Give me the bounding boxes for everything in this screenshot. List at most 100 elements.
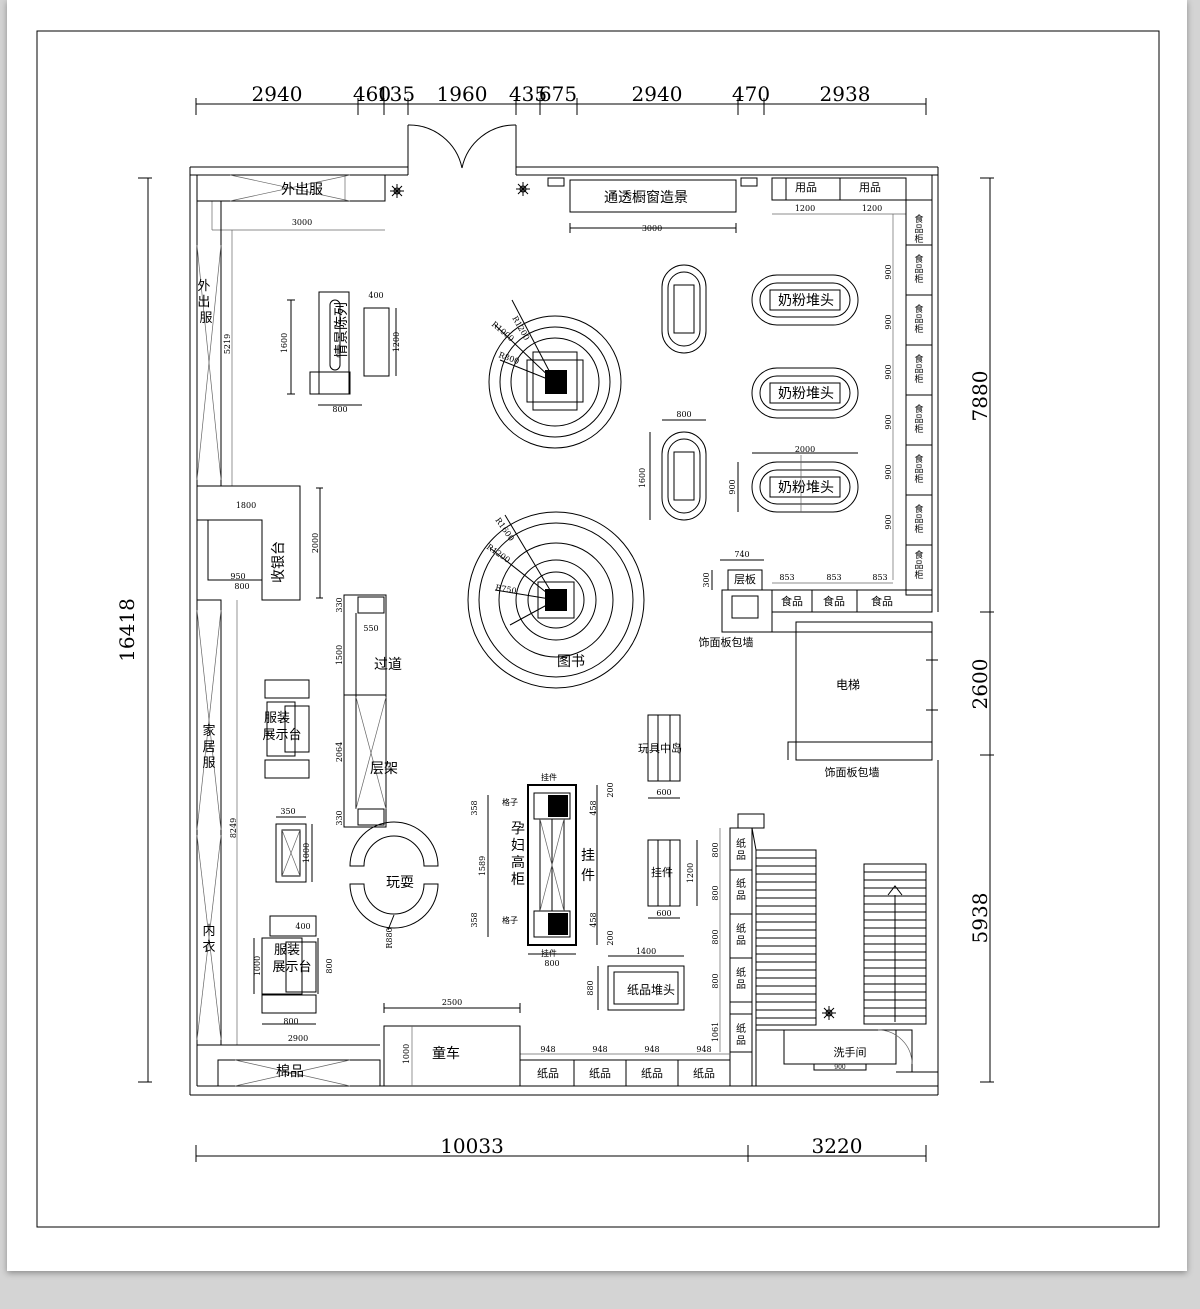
formula-head-2 [751,367,859,419]
svg-text:柜: 柜 [914,473,923,485]
label-supplies-2: 用品 [859,181,881,194]
oval-island-2 [649,419,707,521]
svg-text:食: 食 [914,403,923,415]
sheet-border [36,30,1160,1228]
svg-text:品: 品 [736,979,746,991]
left-dimension-line [138,177,152,1083]
label-left-cabinet-b: 家居服 [202,723,215,771]
paper-cabinet-labels: 纸 品 纸 品 纸 品 纸 品 纸 品 [736,837,746,1047]
label-stroller: 童车 [432,1045,460,1062]
dim-3000-window: 3000 [642,224,662,233]
dim-right-2: 2600 [968,659,992,710]
dim-800-scenario: 800 [332,405,347,414]
svg-text:柜: 柜 [914,373,923,385]
label-scenario-display: 情景陈列 [333,302,350,358]
label-clothing-top: 外出服 [281,182,323,198]
svg-text:纸: 纸 [736,1022,746,1035]
dim-358-a: 358 [470,800,479,815]
formula-head-3 [737,452,859,513]
label-shelf: 层架 [370,761,398,777]
dim-2500: 2500 [442,998,462,1007]
dim-right-3: 5938 [968,893,992,944]
bottom-dimension-line [195,1145,927,1162]
dim-330-a: 330 [335,597,344,612]
label-supplies-1: 用品 [795,181,817,194]
toy-island-lower [647,839,698,919]
dim-top-3: 135 [377,82,415,106]
svg-text:食: 食 [914,213,923,225]
dim-1200-toy: 1200 [686,863,695,883]
svg-text:品: 品 [914,364,923,375]
dim-1200-scenario: 1200 [392,332,401,352]
plant-icon [390,184,404,198]
dim-358-b: 358 [470,912,479,927]
round-display-books [467,511,645,689]
label-formula-head-3: 奶粉堆头 [778,480,834,496]
dim-550: 550 [363,624,378,633]
dim-1200-a: 1200 [795,204,815,213]
dim-2064: 2064 [335,742,344,762]
paper-goods-head [597,955,685,1011]
shelf-board-column [711,559,773,633]
svg-text:品: 品 [736,850,746,862]
label-maternity-cabinet: 孕妇高柜 [511,821,525,888]
dim-1000-cd: 1000 [253,956,262,976]
label-left-cabinet-a-1: 外 [197,279,210,294]
staircase-right [863,863,927,1025]
label-food-2: 食品 [823,594,845,608]
label-wall-cladding-2: 饰面板包墙 [825,765,880,779]
dim-1200-b: 1200 [862,204,882,213]
cotton-shelf [217,1044,381,1087]
dim-top-9: 2938 [820,82,871,106]
dim-948-b: 948 [592,1045,607,1054]
dim-950: 950 [230,572,245,581]
svg-text:柜: 柜 [914,233,923,245]
label-elevator: 电梯 [836,678,860,692]
drawing-sheet: 2940 460 135 1960 435 675 2940 470 2938 … [7,0,1187,1271]
svg-text:1061: 1061 [711,1022,720,1042]
dim-600-toy-a: 600 [656,788,671,797]
play-area [349,821,439,931]
dim-3000-top: 3000 [292,218,312,227]
svg-text:食: 食 [914,503,923,515]
stroller-area [383,1003,521,1087]
left-wall-cabinet-lower [196,599,238,1046]
toy-island-upper [647,714,681,799]
label-food-1: 食品 [781,594,803,608]
svg-text:品: 品 [914,314,923,325]
dim-bottom-1: 10033 [440,1134,504,1158]
svg-text:900: 900 [884,314,893,329]
svg-text:食: 食 [914,303,923,315]
svg-text:品: 品 [914,414,923,425]
display-crate [275,816,313,883]
food-cabinet-dims: 900 900 900 900 900 900 [884,264,893,529]
food-cabinet-column [892,199,933,596]
dim-top-1: 2940 [252,82,303,106]
paper-cabinet-column [719,813,765,1087]
dim-1600-oval: 1600 [638,468,647,488]
label-paper-head: 纸品堆头 [627,983,675,997]
label-hang-toy: 挂件 [651,865,673,879]
dim-458-a: 458 [589,800,598,815]
svg-text:品: 品 [914,464,923,475]
dim-right-1: 7880 [968,371,992,422]
label-left-cabinet-c: 内衣 [202,923,215,955]
svg-text:柜: 柜 [914,323,923,335]
svg-text:食: 食 [914,453,923,465]
label-books: 图书 [557,654,585,670]
entrance-door [407,124,517,175]
dim-bottom-2: 3220 [812,1134,863,1158]
formula-head-1 [751,274,859,326]
svg-text:柜: 柜 [914,523,923,535]
dim-1400: 1400 [636,947,656,956]
label-left-cabinet-a: 外 出 服 [197,279,214,326]
svg-text:纸: 纸 [736,922,746,935]
dim-330-b: 330 [335,810,344,825]
dim-948-a: 948 [540,1045,555,1054]
label-hang-top: 挂件 [541,772,557,782]
svg-text:900: 900 [884,414,893,429]
label-clothing-display-1: 服装展示台 [262,711,301,743]
svg-text:品: 品 [914,514,923,525]
maternity-high-cabinet [487,784,598,955]
radius-r1600-books: R1600 [493,516,516,543]
